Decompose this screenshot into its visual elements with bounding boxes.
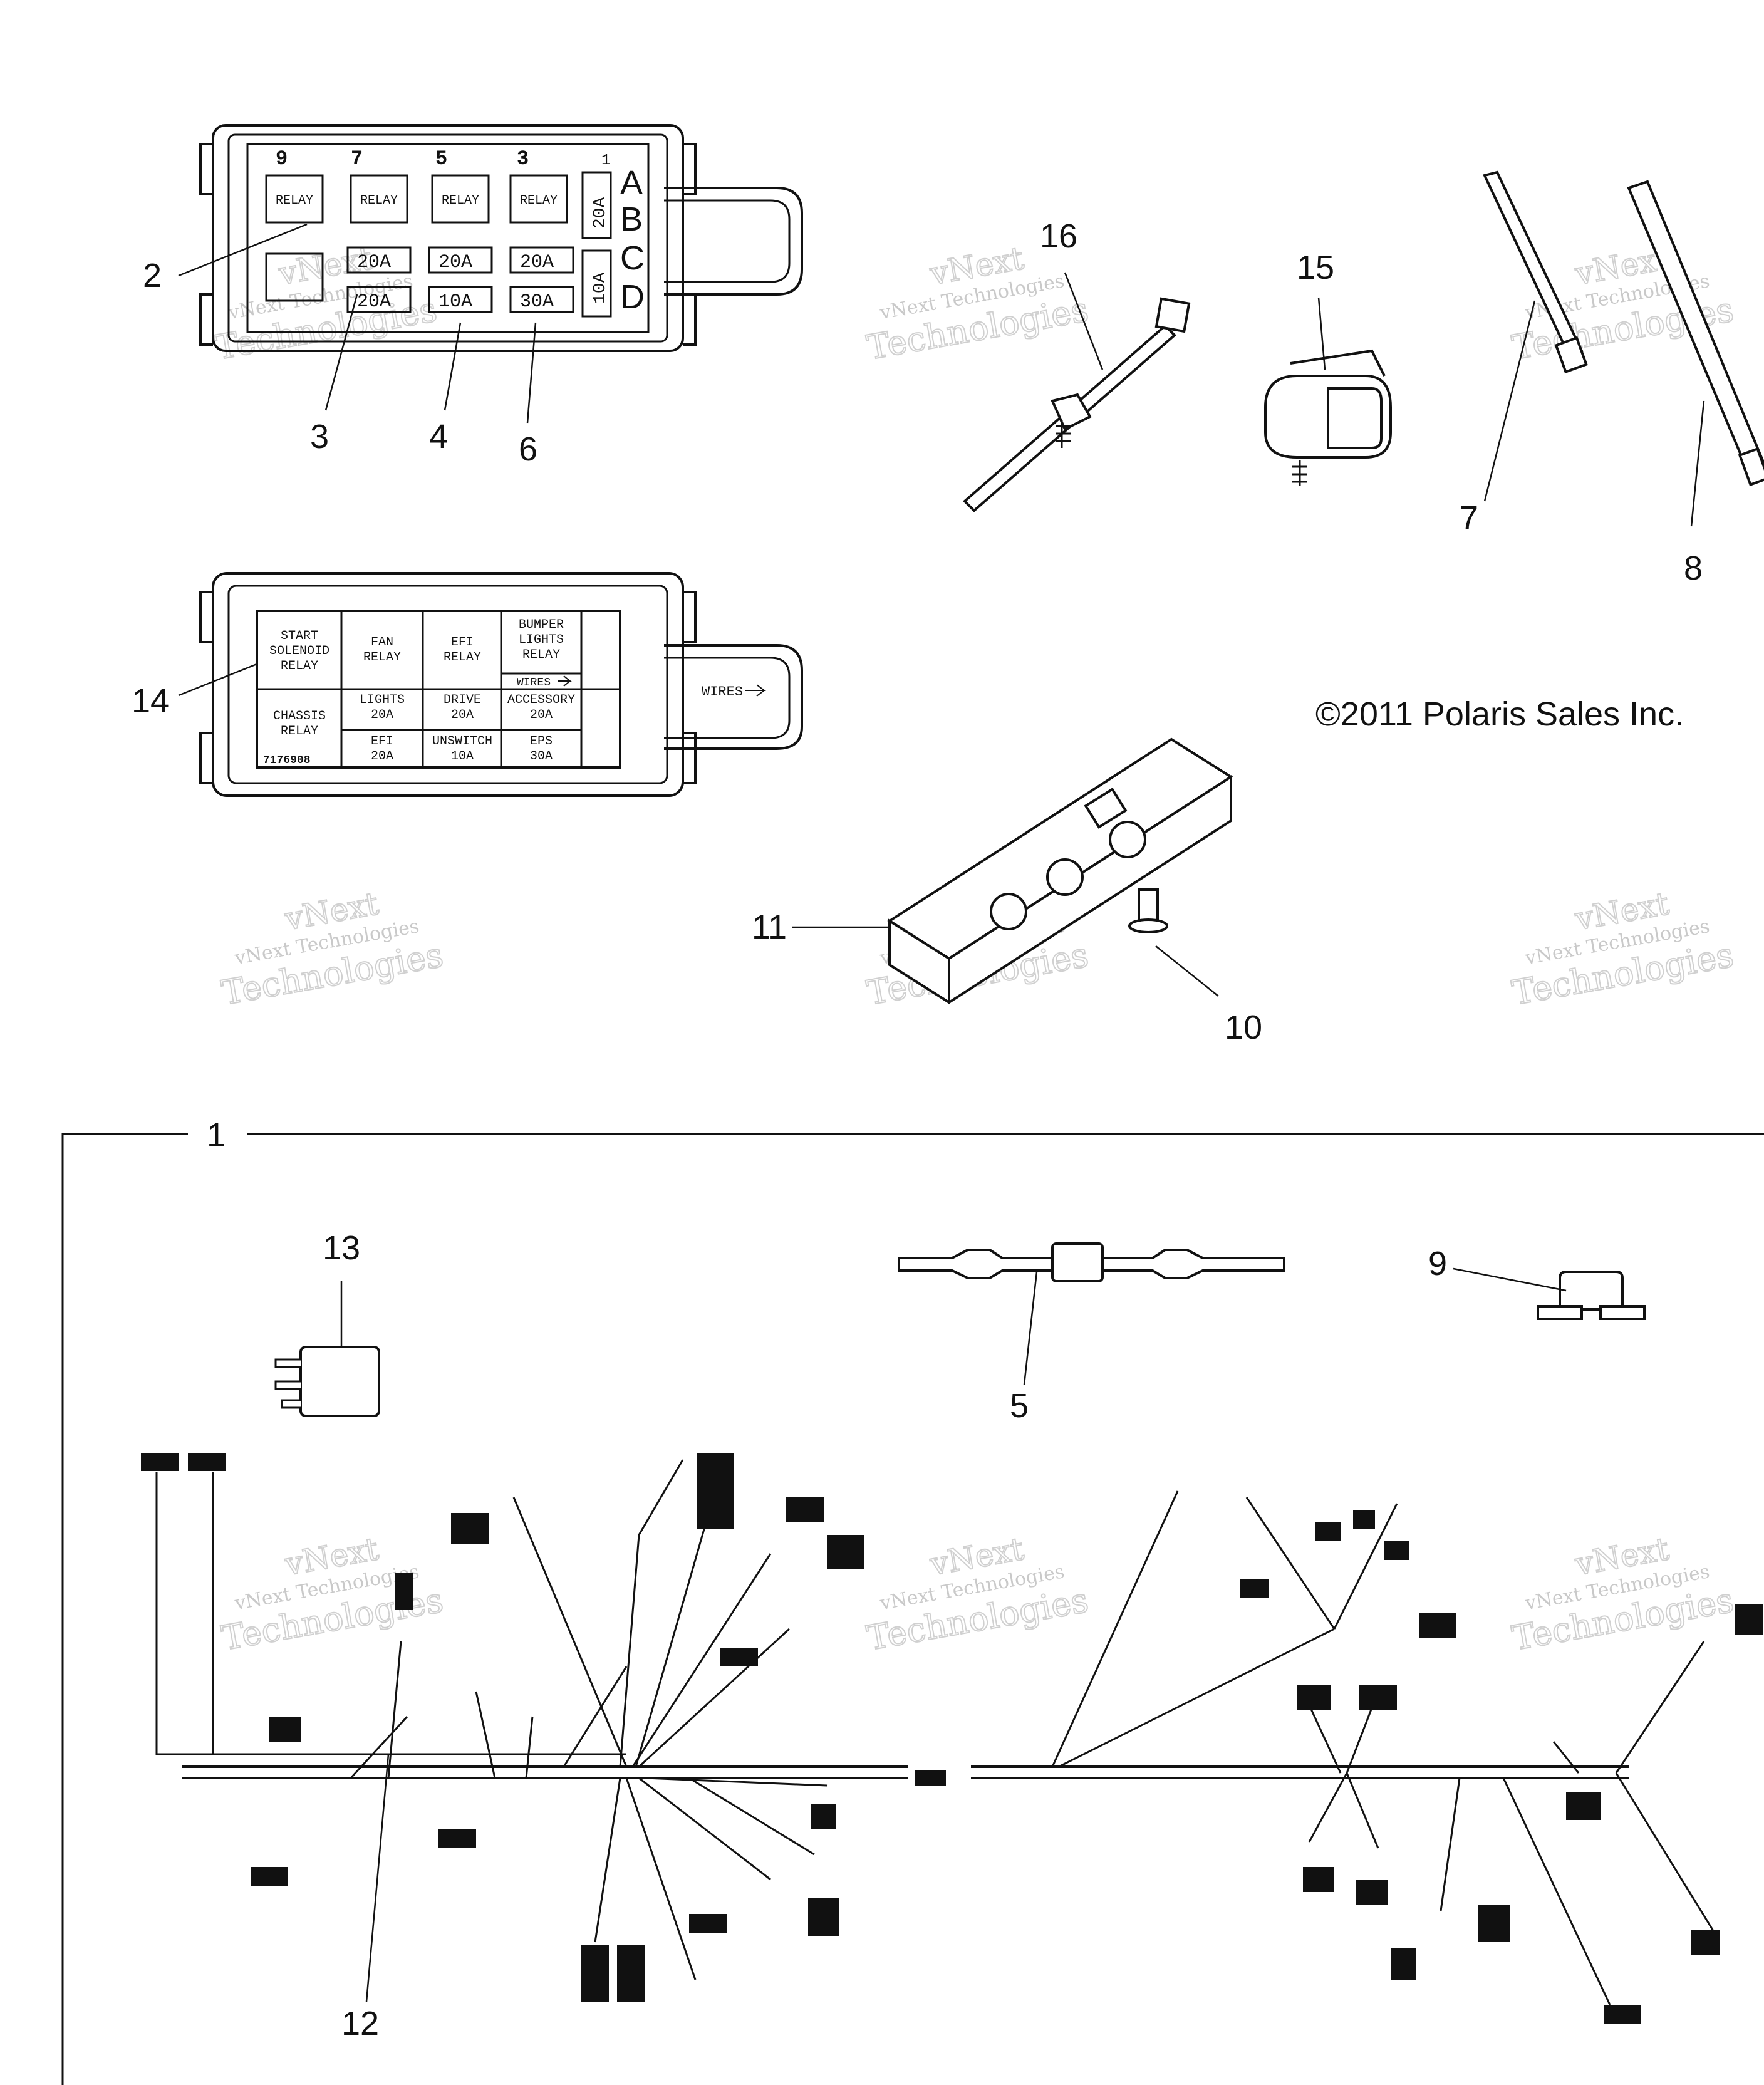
push-pin xyxy=(1128,888,1168,933)
callout-7: 7 xyxy=(1460,499,1478,537)
callout-9: 9 xyxy=(1428,1245,1447,1282)
svg-text:RELAY: RELAY xyxy=(520,194,558,208)
svg-text:SOLENOID: SOLENOID xyxy=(269,644,329,658)
watermark-6: vNext vNext Technologies Technologies xyxy=(1508,885,1737,1013)
svg-text:CHASSIS: CHASSIS xyxy=(273,709,326,724)
svg-text:20A: 20A xyxy=(451,708,474,722)
cable-tie-mount xyxy=(963,297,1191,512)
svg-text:D: D xyxy=(620,278,645,316)
callout-15: 15 xyxy=(1297,249,1334,286)
callout-10: 10 xyxy=(1225,1009,1262,1046)
svg-text:RELAY: RELAY xyxy=(276,194,313,208)
svg-text:3: 3 xyxy=(517,147,529,170)
svg-text:EFI: EFI xyxy=(451,635,474,650)
svg-text:LIGHTS: LIGHTS xyxy=(519,633,564,647)
svg-text:A: A xyxy=(620,164,643,202)
svg-text:WIRES: WIRES xyxy=(517,677,551,689)
watermark-4: vNext vNext Technologies Technologies xyxy=(218,885,447,1013)
svg-text:7176908: 7176908 xyxy=(263,754,311,767)
svg-text:9: 9 xyxy=(276,147,288,170)
svg-text:10A: 10A xyxy=(591,272,610,304)
mounting-bracket xyxy=(887,737,1233,1005)
svg-text:RELAY: RELAY xyxy=(281,659,318,673)
harness-clip xyxy=(1264,349,1392,486)
watermark-1: vNext vNext Technologies Technologies xyxy=(212,239,440,368)
callout-numbers: 1 2 3 4 5 6 7 8 9 10 11 12 13 14 15 16 xyxy=(132,217,1703,2042)
callout-5: 5 xyxy=(1010,1387,1029,1425)
svg-text:RELAY: RELAY xyxy=(522,648,560,662)
callout-8: 8 xyxy=(1684,549,1703,587)
svg-text:C: C xyxy=(620,239,645,277)
harness-label-tags xyxy=(141,1453,1763,2024)
svg-text:FAN: FAN xyxy=(371,635,393,650)
svg-text:DRIVE: DRIVE xyxy=(444,693,481,707)
leader-lines xyxy=(178,223,1705,2002)
callout-4: 4 xyxy=(429,418,448,455)
svg-text:20A: 20A xyxy=(371,749,393,764)
callout-12: 12 xyxy=(341,2005,379,2042)
svg-text:7: 7 xyxy=(351,147,363,170)
svg-text:WIRES: WIRES xyxy=(702,684,743,700)
svg-text:RELAY: RELAY xyxy=(281,724,318,739)
svg-text:20A: 20A xyxy=(520,252,554,273)
watermark-2: vNext vNext Technologies Technologies xyxy=(863,239,1092,368)
svg-text:LIGHTS: LIGHTS xyxy=(360,693,405,707)
fuse-box-lid-text: START SOLENOID RELAY FAN RELAY EFI RELAY… xyxy=(263,618,766,767)
svg-text:30A: 30A xyxy=(520,291,554,313)
svg-text:B: B xyxy=(620,200,643,238)
copyright-text: ©2011 Polaris Sales Inc. xyxy=(1315,695,1684,733)
svg-text:10A: 10A xyxy=(451,749,474,764)
fuse-box-lid xyxy=(199,572,803,797)
svg-text:1: 1 xyxy=(601,152,610,169)
svg-text:EFI: EFI xyxy=(371,734,393,749)
kit-border xyxy=(61,1133,1764,2085)
svg-text:RELAY: RELAY xyxy=(360,194,398,208)
callout-16: 16 xyxy=(1040,217,1077,255)
fuse-box-open xyxy=(199,124,803,352)
svg-text:ACCESSORY: ACCESSORY xyxy=(507,693,575,707)
cable-ties xyxy=(1483,170,1764,487)
fuse-box-open-text: 9 7 5 3 1 A B C D RELAY RELAY RELAY RELA… xyxy=(276,147,645,316)
svg-text:20A: 20A xyxy=(357,252,391,273)
callout-14: 14 xyxy=(132,682,169,720)
svg-text:20A: 20A xyxy=(357,291,391,313)
watermark-9: vNext vNext Technologies Technologies xyxy=(1508,1530,1737,1658)
main-wire-harness xyxy=(155,1459,1718,2005)
callout-2: 2 xyxy=(143,257,162,294)
svg-text:BUMPER: BUMPER xyxy=(519,618,564,632)
callout-1: 1 xyxy=(207,1116,226,1154)
svg-text:UNSWITCH: UNSWITCH xyxy=(432,734,492,749)
svg-text:RELAY: RELAY xyxy=(442,194,479,208)
svg-text:5: 5 xyxy=(435,147,447,170)
watermark-8: vNext vNext Technologies Technologies xyxy=(863,1530,1092,1658)
relay xyxy=(274,1346,380,1417)
callout-13: 13 xyxy=(323,1229,360,1267)
svg-text:20A: 20A xyxy=(438,252,472,273)
circuit-breaker xyxy=(1537,1271,1646,1320)
svg-text:20A: 20A xyxy=(371,708,393,722)
svg-text:20A: 20A xyxy=(530,708,553,722)
svg-text:RELAY: RELAY xyxy=(444,650,481,665)
callout-6: 6 xyxy=(519,430,537,468)
callout-11: 11 xyxy=(752,908,787,946)
svg-text:RELAY: RELAY xyxy=(363,650,401,665)
svg-text:20A: 20A xyxy=(591,197,610,229)
svg-text:10A: 10A xyxy=(438,291,472,313)
callout-3: 3 xyxy=(310,418,329,455)
inline-fuse-holder xyxy=(898,1242,1285,1282)
svg-text:EPS: EPS xyxy=(530,734,553,749)
svg-text:START: START xyxy=(281,629,318,643)
svg-text:30A: 30A xyxy=(530,749,553,764)
